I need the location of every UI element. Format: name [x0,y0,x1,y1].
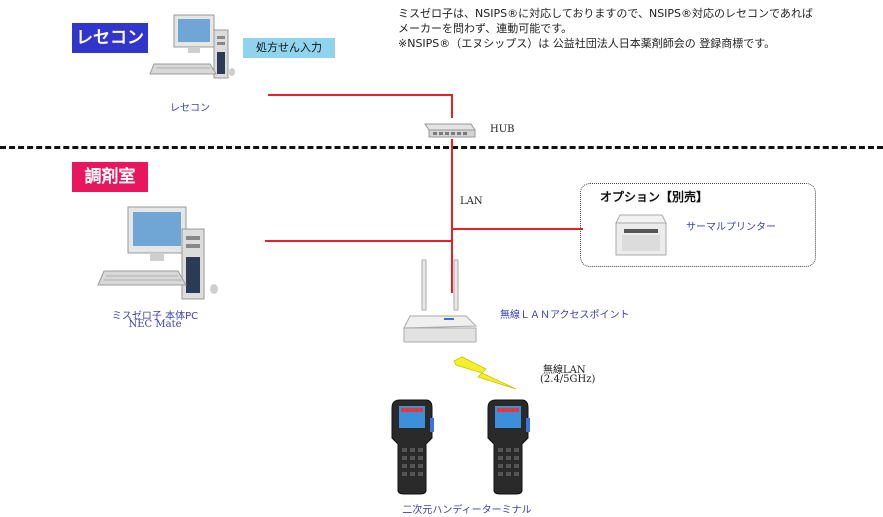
link-hub-vertical-top [451,94,453,118]
hub-image [421,118,477,140]
link-hub-ap-vertical [451,139,453,293]
thermal-printer-image [612,211,670,259]
thermal-printer-caption: サーマルプリンター [686,222,776,233]
wireless-lan-caption-line1: 無線LAN [543,365,586,376]
handy-terminal-caption: 二次元ハンディーターミナル [402,505,532,516]
link-recekon-hub [268,94,452,96]
section-label-recekon: レセコン [72,23,148,53]
hub-caption: HUB [490,124,515,135]
section-divider [0,146,883,149]
note-line-1: ミスゼロ子は、NSIPS®に対応しておりますので、NSIPS®対応のレセコンであ… [398,7,813,20]
main-pc-image [96,203,226,303]
lan-caption: LAN [460,196,483,207]
main-pc-caption-line2: NEC Mate [128,319,182,330]
recekon-caption: レセコン [170,103,210,114]
note-line-2: メーカーを問わず、連動可能です。 [398,22,573,35]
prescription-input-badge: 処方せん入力 [243,38,335,58]
wireless-lan-caption-line2: (2.4/5GHz) [540,374,596,385]
section-label-dispensing-room: 調剤室 [72,162,148,192]
note-line-3: ※NSIPS®（エヌシップス）は 公益社団法人日本薬剤師会の 登録商標です。 [398,37,776,50]
handy-terminal-2-image [484,398,534,496]
recekon-pc-image [148,12,240,86]
link-hub-printer [451,228,583,230]
link-pc-hub [265,240,452,242]
wireless-signal-icon [452,355,518,391]
handy-terminal-1-image [388,398,438,496]
option-title: オプション【別売】 [600,190,709,204]
access-point-caption: 無線ＬＡＮアクセスポイント [500,310,630,321]
option-box [580,183,816,267]
main-pc-caption-line1: ミスゼロ子 本体PC [111,311,199,322]
access-point-image [400,258,480,346]
